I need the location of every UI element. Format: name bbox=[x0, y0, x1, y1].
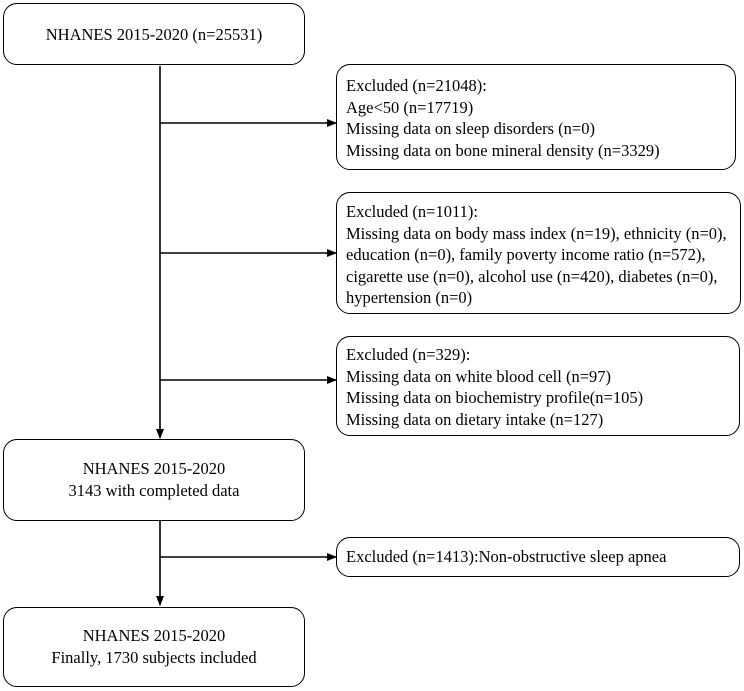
start-box: NHANES 2015-2020 (n=25531) bbox=[3, 3, 305, 65]
exclusion-3-line-2: Missing data on white blood cell (n=97) bbox=[346, 366, 612, 386]
completed-box: NHANES 2015-2020 3143 with completed dat… bbox=[3, 439, 305, 521]
exclusion-1-line-4: Missing data on bone mineral density (n=… bbox=[346, 140, 660, 160]
exclusion-box-4: Excluded (n=1413):Non-obstructive sleep … bbox=[336, 537, 740, 577]
exclusion-1-line-1: Excluded (n=21048): bbox=[346, 76, 487, 95]
exclusion-4-line-1: Excluded (n=1413):Non-obstructive sleep … bbox=[346, 547, 667, 566]
exclusion-1-line-2: Age<50 (n=17719) bbox=[346, 97, 474, 117]
final-box-line-2: Finally, 1730 subjects included bbox=[51, 647, 257, 667]
start-box-text: NHANES 2015-2020 (n=25531) bbox=[45, 25, 263, 44]
exclusion-box-1: Excluded (n=21048): Age<50 (n=17719) Mis… bbox=[336, 64, 736, 170]
final-box-line-1: NHANES 2015-2020 bbox=[82, 626, 226, 645]
completed-box-line-2: 3143 with completed data bbox=[68, 480, 240, 500]
exclusion-3-line-1: Excluded (n=329): bbox=[346, 345, 471, 364]
exclusion-3-line-4: Missing data on dietary intake (n=127) bbox=[346, 409, 604, 429]
exclusion-box-2: Excluded (n=1011): Missing data on body … bbox=[336, 192, 741, 314]
final-box: NHANES 2015-2020 Finally, 1730 subjects … bbox=[3, 607, 305, 687]
exclusion-3-line-3: Missing data on biochemistry profile(n=1… bbox=[346, 388, 644, 407]
exclusion-1-line-3: Missing data on sleep disorders (n=0) bbox=[346, 119, 595, 138]
exclusion-2-title: Excluded (n=1011): bbox=[346, 202, 478, 221]
completed-box-line-1: NHANES 2015-2020 bbox=[82, 459, 226, 478]
exclusion-box-3: Excluded (n=329): Missing data on white … bbox=[336, 336, 740, 436]
exclusion-2-body: Missing data on body mass index (n=19), … bbox=[346, 223, 727, 308]
